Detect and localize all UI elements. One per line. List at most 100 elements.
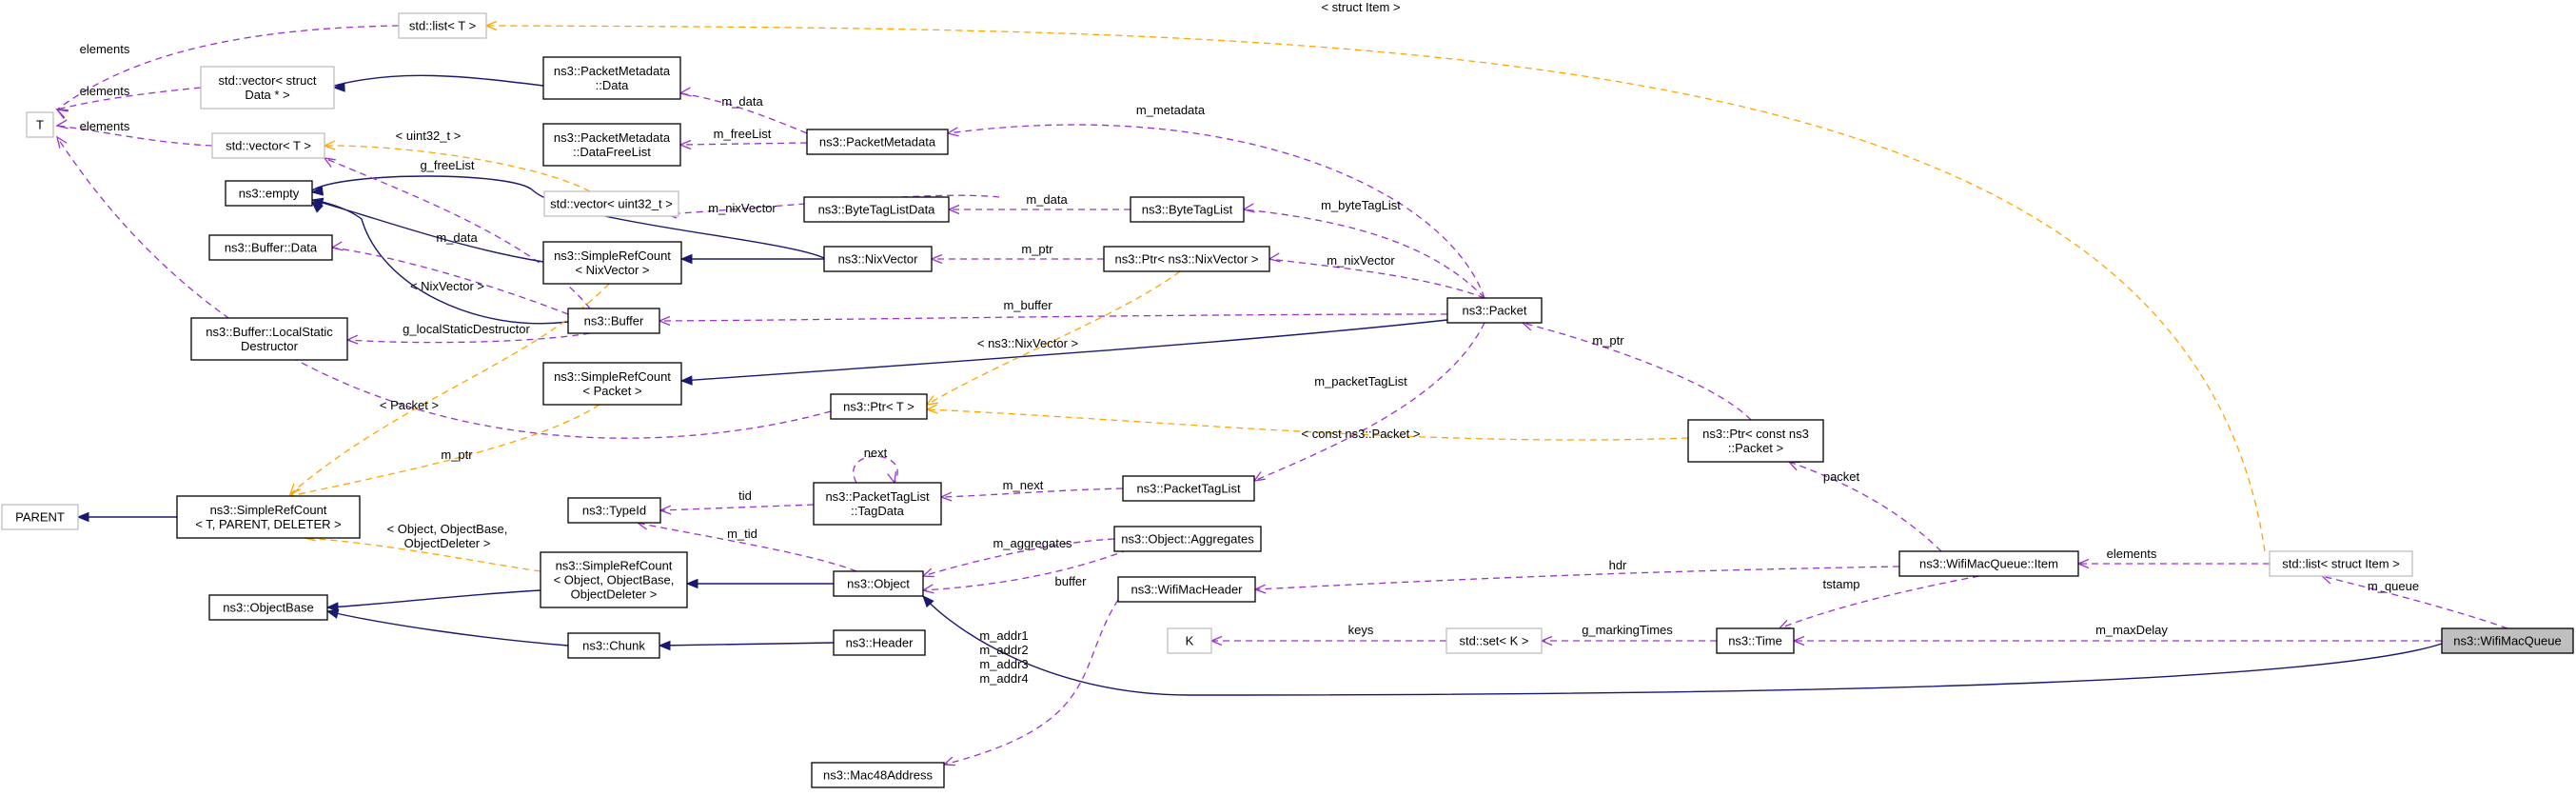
node-ns3-bytetaglistdata[interactable]: ns3::ByteTagListData	[803, 196, 950, 223]
node-ns3-packetmetadata-datafreelist[interactable]: ns3::PacketMetadata::DataFreeList	[542, 123, 681, 167]
node-ns3-wifimacqueue[interactable]: ns3::WifiMacQueue	[2441, 627, 2574, 654]
edge-line	[289, 283, 610, 495]
node-ns3-simplerefcount-object-objectbase-objectdeleter[interactable]: ns3::SimpleRefCount< Object, ObjectBase,…	[540, 551, 688, 608]
node-ns3-chunk[interactable]: ns3::Chunk	[567, 632, 660, 659]
node-ns3-simplerefcount-packet[interactable]: ns3::SimpleRefCount< Packet >	[542, 362, 682, 406]
node-std-set-k[interactable]: std::set< K >	[1445, 627, 1543, 654]
node-ns3-wifimacheader[interactable]: ns3::WifiMacHeader	[1117, 576, 1256, 603]
node-label: ns3::Buffer	[584, 314, 644, 328]
node-ns3-ptr-const-ns3-packet[interactable]: ns3::Ptr< const ns3::Packet >	[1687, 419, 1824, 463]
node-label: ns3::Buffer::LocalStatic	[206, 325, 333, 339]
node-ns3-packet[interactable]: ns3::Packet	[1446, 297, 1543, 324]
edge-label: m_maxDelay	[2095, 623, 2168, 637]
node-ns3-buffer-data[interactable]: ns3::Buffer::Data	[208, 234, 333, 261]
edge-line	[926, 270, 1181, 406]
edge-labels-layer: elementselementselementsm_datam_freeList…	[80, 0, 2419, 686]
arrowhead-icon	[345, 334, 359, 345]
edge-line	[679, 92, 808, 134]
edge-label: m_queue	[2368, 579, 2419, 593]
edge-use	[55, 135, 832, 439]
arrowhead-icon	[55, 135, 68, 149]
node-label: < T, PARENT, DELETER >	[195, 517, 341, 531]
edge-tmpl	[288, 283, 610, 496]
node-std-list-t[interactable]: std::list< T >	[398, 12, 487, 39]
arrowhead-icon	[332, 82, 345, 92]
node-ns3-ptr-t[interactable]: ns3::Ptr< T >	[830, 393, 928, 420]
edge-line	[56, 125, 213, 147]
node-label: ns3::Chunk	[582, 639, 645, 653]
edge-use	[1521, 321, 1752, 421]
node-ns3-object-aggregates[interactable]: ns3::Object::Aggregates	[1113, 526, 1262, 552]
node-std-vector-uint32-t[interactable]: std::vector< uint32_t >	[543, 190, 679, 217]
edge-line	[659, 313, 1448, 322]
node-ns3-header[interactable]: ns3::Header	[833, 629, 926, 656]
node-label: ns3::ByteTagListData	[818, 203, 936, 217]
edge-inherit	[679, 253, 824, 265]
edge-label: m_data	[721, 94, 763, 109]
node-ns3-mac48address[interactable]: ns3::Mac48Address	[811, 762, 945, 788]
edge-line	[1268, 258, 1485, 299]
node-std-vector-t[interactable]: std::vector< T >	[211, 132, 325, 159]
node-box	[1113, 526, 1262, 552]
node-box	[1130, 196, 1245, 223]
edge-inherit	[922, 595, 2443, 696]
edge-use	[853, 455, 898, 485]
node-std-list-struct-item[interactable]: std::list< struct Item >	[2269, 550, 2413, 577]
node-box	[803, 196, 950, 223]
node-box	[211, 132, 325, 159]
node-ns3-wifimacqueue-item[interactable]: ns3::WifiMacQueue::Item	[1898, 550, 2079, 577]
node-ns3-nixvector[interactable]: ns3::NixVector	[823, 246, 933, 272]
edge-use	[1253, 566, 1900, 594]
node-ns3-bytetaglist[interactable]: ns3::ByteTagList	[1130, 196, 1245, 223]
node-ns3-simplerefcount-nixvector[interactable]: ns3::SimpleRefCount< NixVector >	[542, 241, 682, 285]
node-k[interactable]: K	[1167, 627, 1212, 654]
node-box	[2269, 550, 2413, 577]
edge-label: hdr	[1609, 558, 1627, 572]
edge-line	[311, 199, 569, 325]
node-ns3-empty[interactable]: ns3::empty	[225, 180, 313, 207]
edge-inherit	[311, 199, 569, 325]
edge-line	[940, 488, 1124, 498]
node-box	[567, 632, 660, 659]
node-box	[26, 111, 54, 138]
edge-inherit	[685, 578, 834, 589]
node-box	[1445, 627, 1543, 654]
node-label: PARENT	[15, 510, 65, 525]
node-box	[1687, 419, 1824, 463]
node-ns3-objectbase[interactable]: ns3::ObjectBase	[208, 594, 328, 621]
node-box	[830, 393, 928, 420]
node-label: ns3::WifiMacQueue	[2453, 634, 2561, 648]
arrowhead-icon	[325, 602, 339, 612]
arrowhead-icon	[925, 395, 938, 406]
edge-label: elements	[80, 84, 130, 98]
node-ns3-object[interactable]: ns3::Object	[833, 570, 924, 597]
edges-layer	[55, 20, 2508, 766]
node-ns3-simplerefcount-t-parent-deleter[interactable]: ns3::SimpleRefCount< T, PARENT, DELETER …	[176, 495, 361, 539]
node-parent[interactable]: PARENT	[1, 504, 79, 530]
node-label: Data * >	[245, 88, 289, 102]
node-ns3-packettaglist[interactable]: ns3::PacketTagList	[1122, 475, 1255, 502]
node-ns3-packetmetadata-data[interactable]: ns3::PacketMetadata::Data	[542, 56, 681, 100]
node-ns3-packettaglist-tagdata[interactable]: ns3::PacketTagList::TagData	[813, 482, 942, 526]
edge-use	[1209, 635, 1446, 647]
node-ns3-ptr-ns3-nixvector[interactable]: ns3::Ptr< ns3::NixVector >	[1103, 246, 1270, 272]
edge-label: buffer	[1054, 574, 1087, 588]
arrowhead-icon	[922, 595, 934, 608]
edge-line	[926, 408, 1689, 441]
arrowhead-icon	[2320, 574, 2333, 585]
arrowhead-icon	[679, 253, 693, 265]
node-label: ns3::PacketTagList	[825, 489, 930, 504]
node-t[interactable]: T	[26, 111, 54, 138]
node-box	[806, 129, 949, 155]
node-ns3-typeid[interactable]: ns3::TypeId	[567, 497, 661, 524]
node-ns3-packetmetadata[interactable]: ns3::PacketMetadata	[806, 129, 949, 155]
node-label: ns3::SimpleRefCount	[554, 369, 671, 384]
node-label: ObjectDeleter >	[571, 587, 658, 602]
node-ns3-time[interactable]: ns3::Time	[1716, 627, 1795, 654]
node-ns3-buffer[interactable]: ns3::Buffer	[567, 308, 660, 334]
node-label: ns3::Mac48Address	[823, 768, 933, 783]
edge-label: < struct Item >	[1321, 0, 1400, 14]
edge-label: m_ptr	[441, 448, 473, 462]
